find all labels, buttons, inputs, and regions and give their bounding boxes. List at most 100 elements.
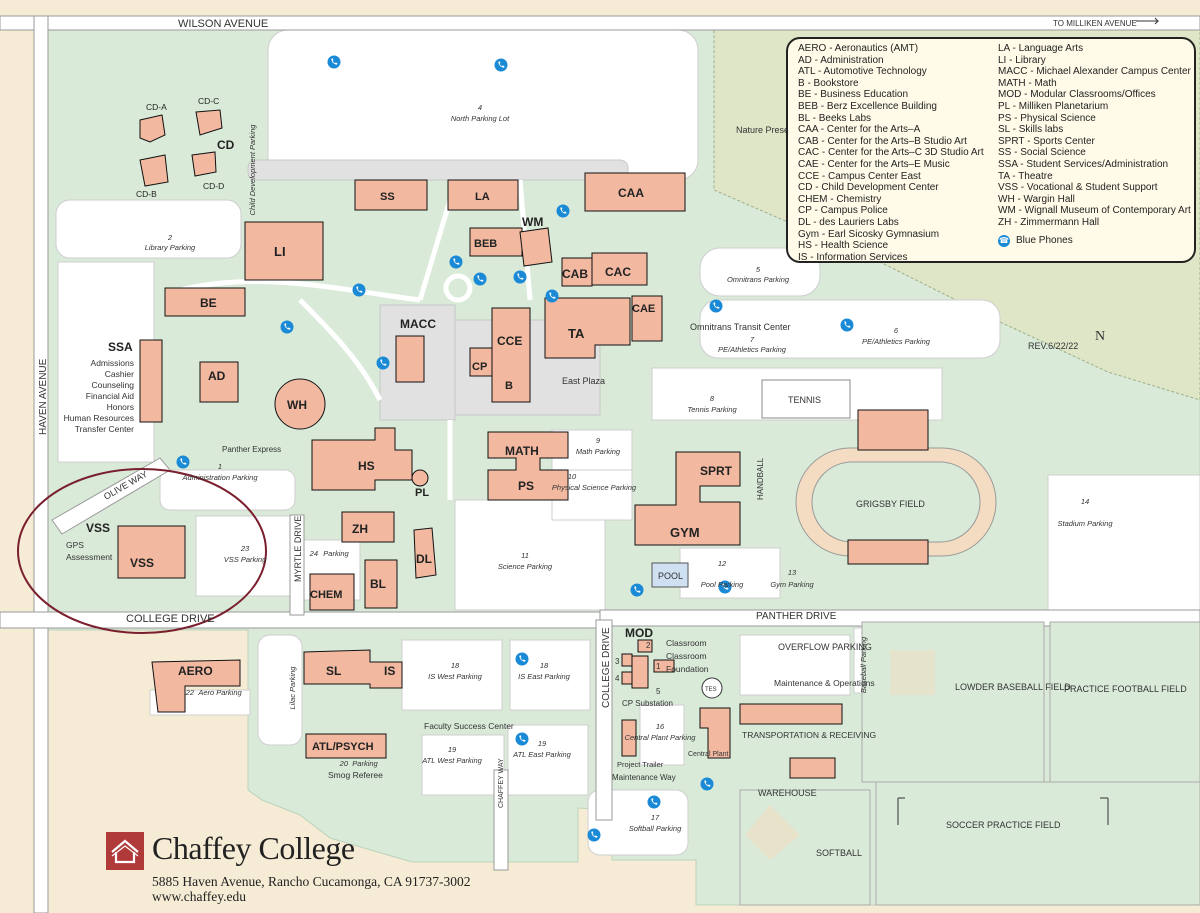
building-ad[interactable] <box>199 361 239 403</box>
label-mod-foundation: Foundation <box>666 664 709 674</box>
building-label-be: BE <box>200 296 217 310</box>
building-sl-is[interactable] <box>303 649 403 689</box>
building-macc[interactable] <box>395 335 425 383</box>
building-label-cd-d: CD-D <box>203 181 224 191</box>
building-label-li: LI <box>274 244 286 259</box>
mod-unit-number: 2 <box>646 641 651 650</box>
building-label-math: MATH <box>505 444 539 458</box>
blue-phone-icon[interactable] <box>587 828 601 842</box>
ssa-service-item: Honors <box>107 402 134 412</box>
blue-phone-icon[interactable] <box>376 356 390 370</box>
building-project-trailer[interactable] <box>621 719 637 757</box>
building-hs[interactable] <box>311 427 413 491</box>
vss-highlight-circle <box>17 468 267 634</box>
blue-phone-icon[interactable] <box>515 732 529 746</box>
blue-phone-icon[interactable] <box>327 55 341 69</box>
blue-phone-icon[interactable] <box>494 58 508 72</box>
blue-phone-icon[interactable] <box>700 777 714 791</box>
building-label-cp: CP <box>472 361 487 373</box>
blue-phone-icon[interactable] <box>176 455 190 469</box>
building-li[interactable] <box>244 221 324 281</box>
parking-number: 11 <box>521 551 529 560</box>
road-label-myrtle-drive: MYRTLE DRIVE <box>293 516 303 582</box>
label-softball: SOFTBALL <box>816 848 862 858</box>
building-vss[interactable] <box>117 525 186 579</box>
blue-phone-icon[interactable] <box>545 289 559 303</box>
blue-phone-icon[interactable] <box>352 283 366 297</box>
label-mod-classroom-1: Classroom <box>666 638 707 648</box>
blue-phone-icon[interactable] <box>449 255 463 269</box>
building-sprt-gym[interactable] <box>634 451 741 546</box>
building-warehouse[interactable] <box>789 757 836 779</box>
roads <box>0 15 1200 913</box>
building-wh[interactable] <box>274 378 326 430</box>
parking-name: Aero Parking <box>197 688 242 697</box>
building-cd[interactable] <box>139 109 223 187</box>
parking-name: Lilac Parking <box>288 666 297 710</box>
building-label-cd-c: CD-C <box>198 96 219 106</box>
blue-phone-icon: ☎ <box>998 234 1010 247</box>
building-cab[interactable] <box>561 257 593 287</box>
building-cac[interactable] <box>591 252 648 286</box>
legend-item: BEB - Berz Excellence Building <box>798 100 937 112</box>
building-caa[interactable] <box>584 172 686 212</box>
building-cae[interactable] <box>631 295 663 342</box>
building-atl-psych[interactable] <box>305 733 387 759</box>
road-label-panther-drive: PANTHER DRIVE <box>756 611 837 622</box>
building-math-ps[interactable] <box>487 431 569 501</box>
blue-phone-icon[interactable] <box>630 583 644 597</box>
building-mod[interactable] <box>621 639 675 689</box>
label-handball: HANDBALL <box>756 457 765 500</box>
legend-item: HS - Health Science <box>798 240 889 252</box>
college-website-link[interactable]: www.chaffey.edu <box>152 889 246 904</box>
legend-item: AERO - Aeronautics (AMT) <box>798 43 919 54</box>
label-nature-preserve: Nature Preserve <box>736 125 802 135</box>
label-soccer-field: SOCCER PRACTICE FIELD <box>946 820 1061 830</box>
label-project-trailer: Project Trailer <box>617 760 664 769</box>
building-label-vss: VSS <box>130 556 154 570</box>
building-bl[interactable] <box>364 559 398 609</box>
building-central-plant[interactable] <box>699 707 731 759</box>
building-label-vss-head: VSS <box>86 521 110 535</box>
building-be[interactable] <box>164 287 246 317</box>
building-dl[interactable] <box>413 527 437 579</box>
label-east-plaza: East Plaza <box>562 376 605 386</box>
building-ss[interactable] <box>354 179 428 211</box>
blue-phone-icon[interactable] <box>556 204 570 218</box>
label-tennis: TENNIS <box>788 395 821 405</box>
parking-number: 14 <box>1081 497 1089 506</box>
building-label-wh: WH <box>287 398 307 412</box>
blue-phone-icon[interactable] <box>473 272 487 286</box>
building-ssa[interactable] <box>139 339 163 423</box>
blue-phone-icon[interactable] <box>513 270 527 284</box>
parking-name: Child Development Parking <box>248 124 257 216</box>
legend-item: VSS - Vocational & Student Support <box>998 182 1158 194</box>
label-warehouse: WAREHOUSE <box>758 788 817 798</box>
building-label-atl-psych: ATL/PSYCH <box>312 741 374 753</box>
building-ta[interactable] <box>544 297 631 359</box>
blue-phone-icon[interactable] <box>515 652 529 666</box>
label-maintenance-operations: Maintenance & Operations <box>774 678 875 688</box>
building-cp[interactable] <box>469 347 493 377</box>
building-stadium-south[interactable] <box>847 539 929 565</box>
ssa-service-item: Financial Aid <box>86 391 134 401</box>
building-pl[interactable] <box>411 469 429 487</box>
building-label-sl: SL <box>326 664 341 678</box>
tes-marker <box>701 677 723 699</box>
building-cce[interactable] <box>491 307 531 403</box>
blue-phone-icon[interactable] <box>647 795 661 809</box>
blue-phone-icon[interactable] <box>840 318 854 332</box>
building-la[interactable] <box>447 179 519 211</box>
building-maintenance[interactable] <box>739 703 843 725</box>
building-zh[interactable] <box>341 511 395 543</box>
parking-name: Stadium Parking <box>1057 519 1113 528</box>
blue-phone-icon[interactable] <box>280 320 294 334</box>
building-aero[interactable] <box>151 659 241 713</box>
blue-phone-icon[interactable] <box>709 299 723 313</box>
building-label-cd-b: CD-B <box>136 189 157 199</box>
building-stadium-stands[interactable] <box>857 409 929 451</box>
building-label-ss: SS <box>380 191 395 203</box>
parking-number: 2 <box>167 233 173 242</box>
building-chem[interactable] <box>309 573 355 611</box>
building-wm[interactable] <box>519 227 553 267</box>
